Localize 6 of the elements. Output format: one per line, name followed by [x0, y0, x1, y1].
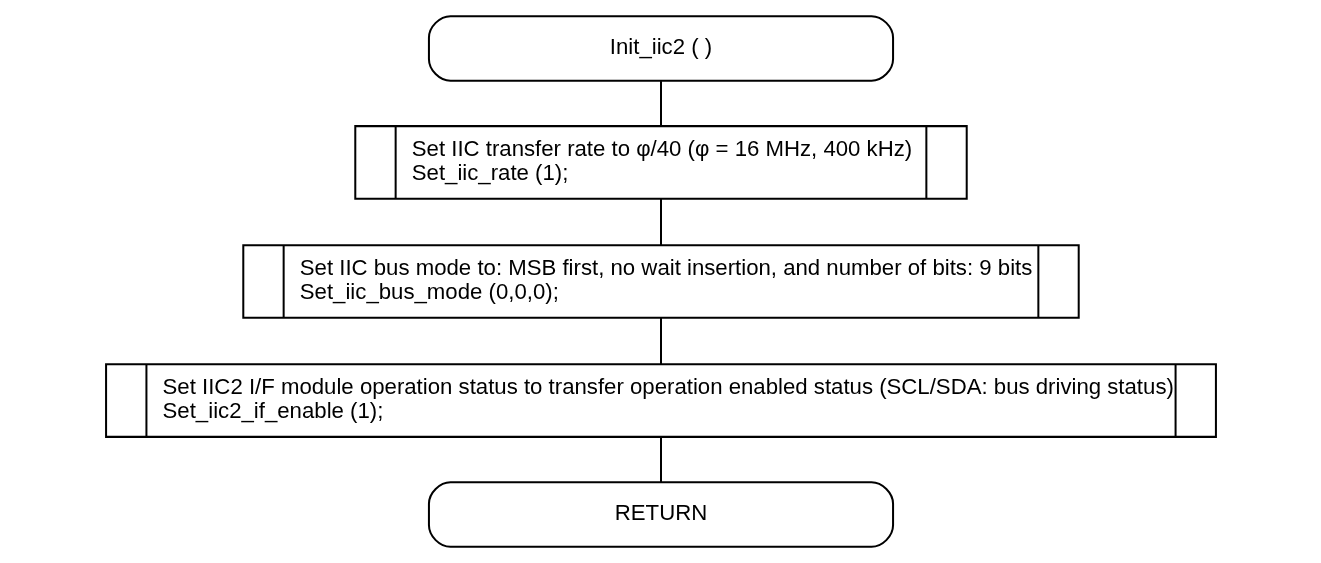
node-box: Init_iic2 ( ) [427, 15, 894, 82]
connector [659, 437, 662, 483]
node-box: RETURN [427, 481, 894, 548]
connector [659, 81, 662, 127]
connector [659, 318, 662, 365]
connector [659, 198, 662, 245]
